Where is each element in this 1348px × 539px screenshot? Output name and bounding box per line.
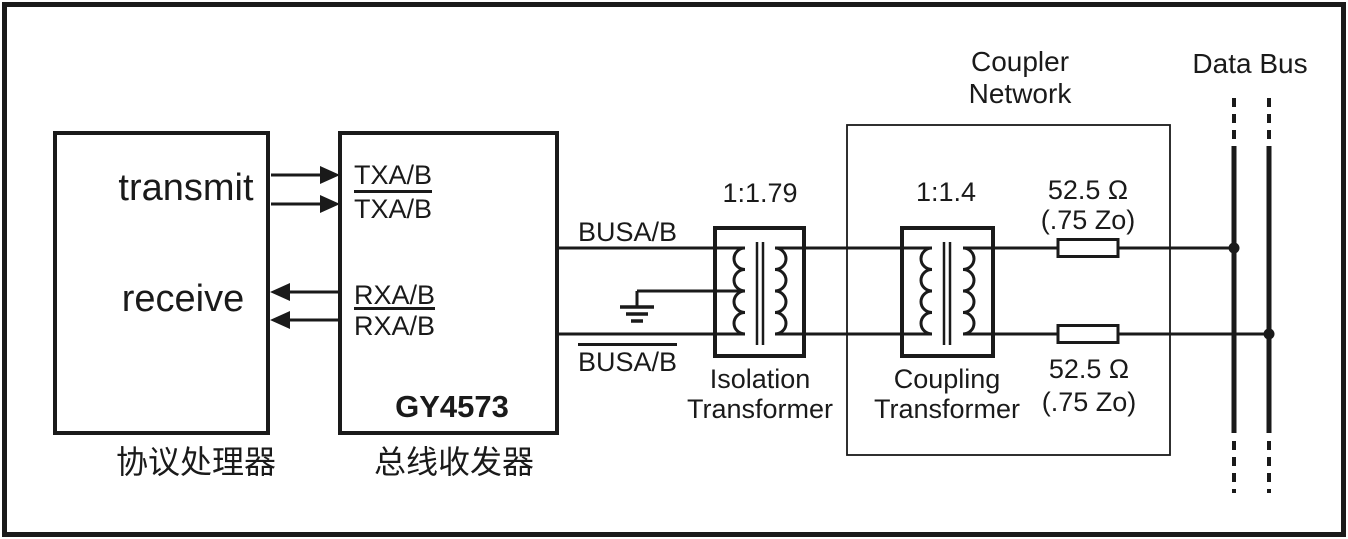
transceiver-box bbox=[338, 131, 559, 435]
resistor-top-value: 52.5 Ω bbox=[1047, 175, 1129, 205]
tx-arrows-icon bbox=[271, 166, 340, 213]
coupler-network-label: Coupler Network bbox=[968, 46, 1072, 109]
ground-icon bbox=[620, 289, 745, 323]
pin-rxab: RXA/B bbox=[354, 280, 436, 310]
pin-txab: TXA/B bbox=[354, 160, 433, 190]
resistor-bottom-note: (.75 Zo) bbox=[1041, 387, 1137, 417]
data-bus-lines bbox=[1228, 98, 1275, 493]
busab-inverted-label: BUSA/B bbox=[578, 343, 678, 376]
coupling-transformer-ratio: 1:1.4 bbox=[915, 177, 977, 207]
resistor-top-note: (.75 Zo) bbox=[1040, 205, 1136, 235]
coupling-transformer-label: Coupling Transformer bbox=[873, 364, 1021, 424]
junction-dot-bottom bbox=[1263, 328, 1275, 340]
pin-txab-inverted: TXA/B bbox=[354, 190, 433, 223]
chip-name: GY4573 bbox=[395, 389, 509, 424]
coupling-transformer-symbol bbox=[900, 226, 995, 358]
junction-dot-top bbox=[1228, 242, 1240, 254]
data-bus-label: Data Bus bbox=[1192, 48, 1308, 79]
transmit-label: transmit bbox=[118, 167, 254, 209]
receive-label: receive bbox=[121, 278, 245, 320]
isolation-transformer-symbol bbox=[713, 226, 806, 358]
resistor-bottom-value: 52.5 Ω bbox=[1048, 354, 1130, 384]
resistor-bottom-symbol bbox=[1056, 324, 1120, 344]
resistor-top-symbol bbox=[1056, 238, 1120, 258]
coupler-network-box bbox=[846, 124, 1171, 456]
protocol-processor-caption: 协议处理器 bbox=[115, 444, 276, 480]
rx-arrows-icon bbox=[270, 283, 339, 329]
busab-label: BUSA/B bbox=[578, 217, 678, 247]
protocol-processor-box bbox=[53, 131, 270, 435]
transceiver-caption: 总线收发器 bbox=[373, 444, 534, 480]
pin-rxab-inverted: RXA/B bbox=[354, 307, 436, 340]
isolation-transformer-label: Isolation Transformer bbox=[686, 364, 834, 424]
isolation-transformer-ratio: 1:1.79 bbox=[722, 178, 798, 208]
